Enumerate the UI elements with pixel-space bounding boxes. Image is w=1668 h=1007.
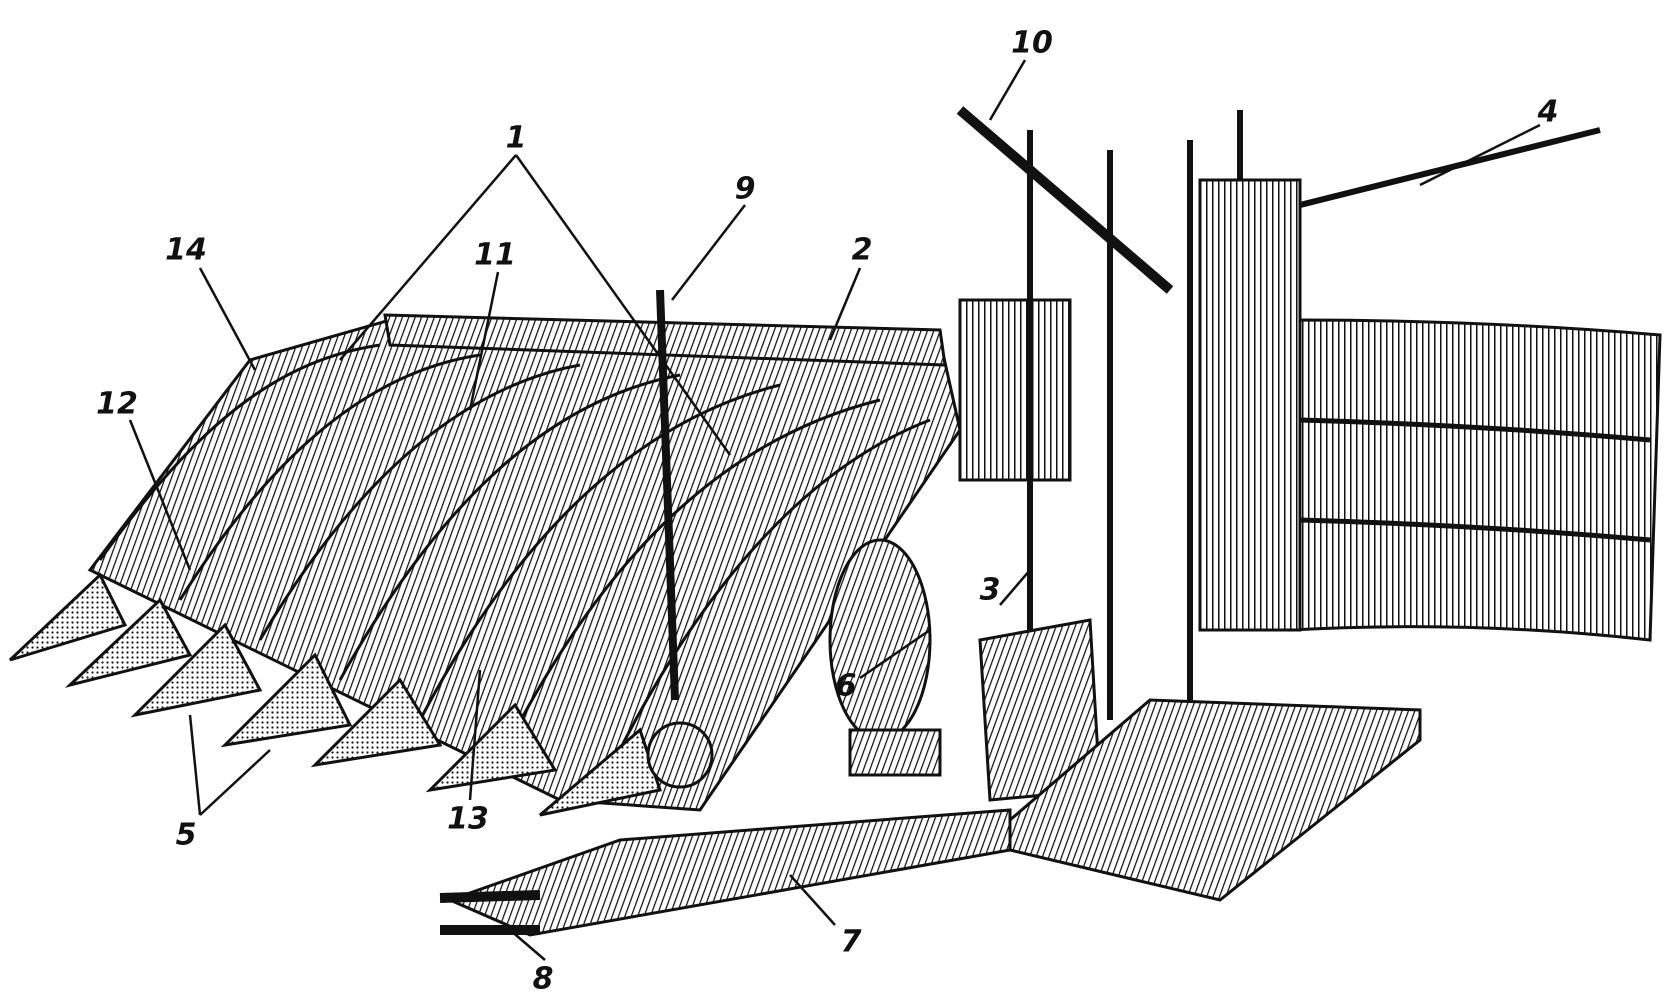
label-9: 9: [734, 171, 756, 207]
label-1: 1: [505, 120, 527, 156]
label-11: 11: [474, 237, 516, 273]
steering-handle: [956, 106, 1174, 294]
leader-lines: [128, 59, 1541, 961]
label-2: 2: [851, 232, 873, 268]
hitch: [439, 890, 541, 935]
sector-gear: [646, 721, 714, 789]
label-6: 6: [835, 668, 857, 704]
label-14: 14: [165, 232, 207, 268]
label-4: 4: [1537, 94, 1559, 130]
label-10: 10: [1011, 25, 1053, 61]
drawbar: [445, 808, 1012, 937]
label-5: 5: [175, 817, 197, 853]
dividers: [8, 572, 662, 817]
drum: [1288, 318, 1662, 642]
label-8: 8: [532, 961, 554, 997]
cylinder-housing: [958, 298, 1072, 482]
label-7: 7: [840, 924, 862, 960]
label-3: 3: [979, 572, 1001, 608]
label-13: 13: [447, 801, 489, 837]
label-12: 12: [96, 386, 138, 422]
